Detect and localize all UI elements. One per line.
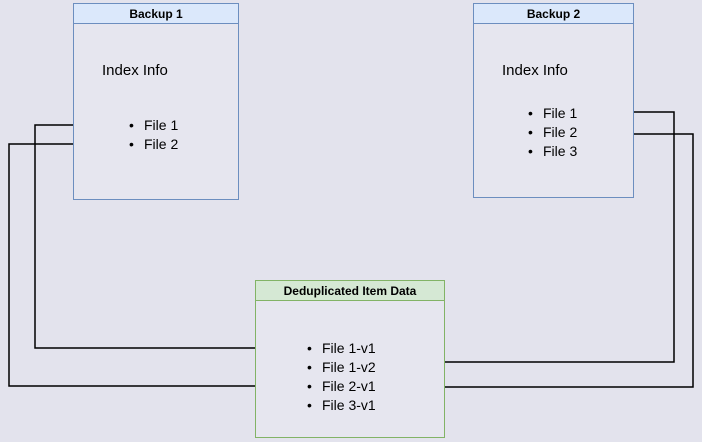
list-item: File 2-v1 — [307, 377, 376, 396]
backup1-box: Backup 1 Index Info File 1 File 2 — [73, 3, 239, 200]
list-item: File 3-v1 — [307, 396, 376, 415]
dedup-title: Deduplicated Item Data — [256, 281, 444, 301]
list-item: File 1-v1 — [307, 339, 376, 358]
list-item: File 2 — [129, 135, 178, 154]
list-item: File 1 — [129, 116, 178, 135]
backup2-file-list: File 1 File 2 File 3 — [528, 104, 577, 161]
list-item: File 1-v2 — [307, 358, 376, 377]
list-item: File 3 — [528, 142, 577, 161]
backup1-file-list: File 1 File 2 — [129, 116, 178, 154]
backup1-title: Backup 1 — [74, 4, 238, 24]
deduplicated-item-data-box: Deduplicated Item Data File 1-v1 File 1-… — [255, 280, 445, 438]
backup2-title: Backup 2 — [474, 4, 633, 24]
backup1-subtitle: Index Info — [102, 62, 168, 79]
backup2-box: Backup 2 Index Info File 1 File 2 File 3 — [473, 3, 634, 198]
list-item: File 2 — [528, 123, 577, 142]
list-item: File 1 — [528, 104, 577, 123]
dedup-item-list: File 1-v1 File 1-v2 File 2-v1 File 3-v1 — [307, 339, 376, 415]
backup2-subtitle: Index Info — [502, 62, 568, 79]
